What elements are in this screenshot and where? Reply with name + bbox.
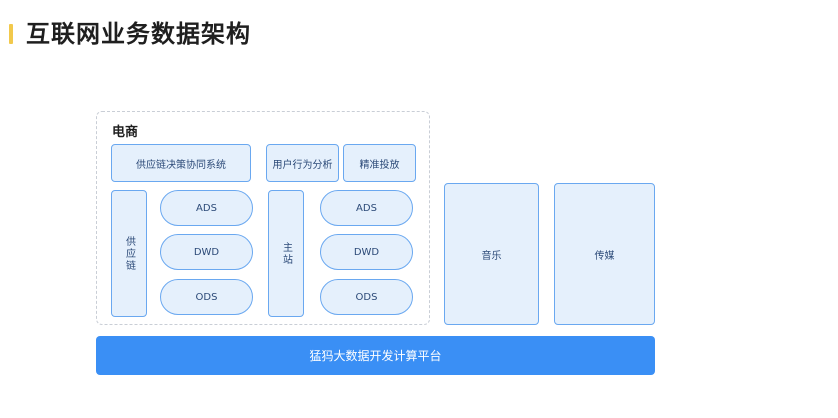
main-site-label: 主站 — [280, 241, 292, 266]
supply-chain-ads-layer: ADS — [160, 190, 253, 226]
main-site-dwd-label: DWD — [353, 246, 380, 258]
main-site-ods-layer: ODS — [320, 279, 413, 315]
data-platform-label: 猛犸大数据开发计算平台 — [309, 349, 442, 363]
supply-chain-decision-system-label: 供应链决策协同系统 — [136, 159, 226, 171]
main-site-ads-label: ADS — [356, 202, 377, 214]
supply-chain-label: 供应链 — [123, 235, 135, 272]
media-box: 传媒 — [554, 183, 655, 325]
data-platform-bar: 猛犸大数据开发计算平台 — [96, 336, 655, 375]
music-box: 音乐 — [444, 183, 539, 325]
main-site-box: 主站 — [268, 190, 304, 317]
supply-chain-decision-system-box: 供应链决策协同系统 — [111, 144, 251, 182]
supply-chain-ods-layer: ODS — [160, 279, 253, 315]
music-label: 音乐 — [481, 250, 502, 262]
title-accent-bar — [9, 24, 13, 44]
supply-chain-ods-label: ODS — [195, 291, 218, 303]
ecommerce-label: 电商 — [112, 125, 139, 140]
precision-ads-box: 精准投放 — [343, 144, 416, 182]
supply-chain-box: 供应链 — [111, 190, 147, 317]
user-behavior-analysis-label: 用户行为分析 — [272, 159, 333, 171]
ecommerce-group — [96, 111, 430, 325]
media-label: 传媒 — [594, 250, 615, 262]
main-site-dwd-layer: DWD — [320, 234, 413, 270]
main-site-ods-label: ODS — [355, 291, 378, 303]
main-site-ads-layer: ADS — [320, 190, 413, 226]
page-title: 互联网业务数据架构 — [26, 20, 251, 48]
user-behavior-analysis-box: 用户行为分析 — [266, 144, 339, 182]
supply-chain-dwd-layer: DWD — [160, 234, 253, 270]
precision-ads-label: 精准投放 — [359, 159, 400, 171]
supply-chain-dwd-label: DWD — [193, 246, 220, 258]
supply-chain-ads-label: ADS — [196, 202, 217, 214]
